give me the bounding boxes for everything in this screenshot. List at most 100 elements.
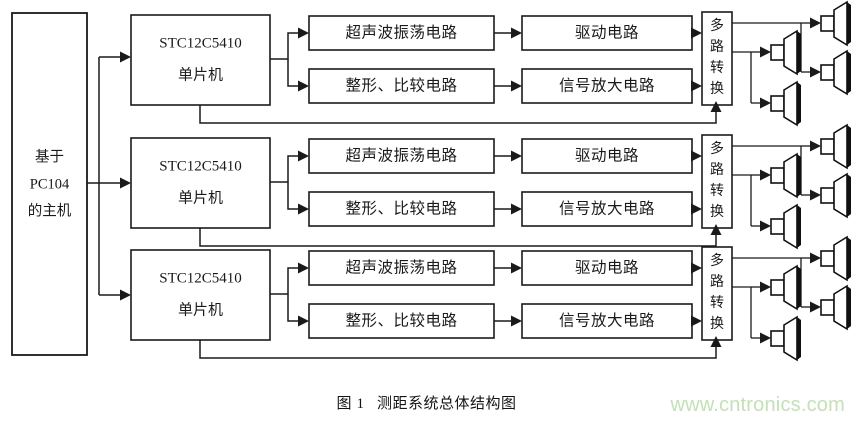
arrow-right-icon bbox=[760, 97, 771, 109]
tx-stage-label-2-1: 超声波振荡电路 bbox=[345, 147, 457, 165]
arrow-up-icon bbox=[710, 224, 722, 235]
arrow-right-icon bbox=[760, 332, 771, 344]
arrow-right-icon bbox=[511, 150, 522, 162]
mux-label-3-char-3: 转 bbox=[710, 295, 724, 311]
transducer-1-1 bbox=[820, 0, 851, 47]
mux-label-1-char-2: 路 bbox=[710, 39, 724, 55]
mcu-box-3 bbox=[130, 249, 271, 341]
arrow-right-icon bbox=[810, 301, 821, 313]
arrow-right-icon bbox=[760, 281, 771, 293]
transducer-1-4 bbox=[770, 80, 801, 127]
rx-stage-label-3-1: 整形、比较电路 bbox=[345, 312, 457, 330]
mux-box-1 bbox=[701, 11, 733, 106]
rx-stage-label-2-1: 整形、比较电路 bbox=[345, 200, 457, 218]
arrow-right-icon bbox=[120, 177, 131, 189]
host-box bbox=[11, 12, 88, 356]
arrow-right-icon bbox=[810, 140, 821, 152]
transducer-1-3 bbox=[770, 29, 801, 76]
mux-label-2-char-4: 换 bbox=[710, 203, 724, 220]
mcu-label-1-line-1: STC12C5410 bbox=[159, 35, 242, 51]
arrow-up-icon bbox=[710, 336, 722, 347]
arrow-right-icon bbox=[760, 220, 771, 232]
transducer-3-2 bbox=[820, 284, 851, 331]
tx-stage-label-3-2: 驱动电路 bbox=[575, 259, 639, 277]
arrow-up-icon bbox=[710, 101, 722, 112]
tx-stage-label-1-1: 超声波振荡电路 bbox=[345, 24, 457, 42]
arrow-right-icon bbox=[511, 262, 522, 274]
arrow-right-icon bbox=[120, 289, 131, 301]
arrow-right-icon bbox=[691, 315, 702, 327]
tx-stage-label-3-1: 超声波振荡电路 bbox=[345, 259, 457, 277]
transducer-2-2 bbox=[820, 172, 851, 219]
mux-label-3-char-4: 换 bbox=[710, 315, 724, 332]
arrow-right-icon bbox=[298, 27, 309, 39]
mcu-box-2 bbox=[130, 137, 271, 229]
mcu-label-1-line-2: 单片机 bbox=[178, 66, 223, 83]
watermark: www.cntronics.com bbox=[670, 394, 845, 416]
rx-stage-box-2-2 bbox=[521, 191, 693, 227]
rx-stage-box-2-1 bbox=[308, 191, 495, 227]
host-bus bbox=[87, 57, 100, 295]
transducer-2-4 bbox=[770, 203, 801, 250]
transducer-1-2 bbox=[820, 49, 851, 96]
arrow-right-icon bbox=[691, 262, 702, 274]
tx-stage-box-1-2 bbox=[521, 15, 693, 51]
channel-row-3: STC12C5410 单片机 超声波振荡电路 驱动电路 整形、比较电路 信号放大… bbox=[99, 235, 851, 362]
mux-label-1-char-4: 换 bbox=[710, 80, 724, 97]
transducer-2-3 bbox=[770, 152, 801, 199]
host-block: 基于 PC104 的主机 bbox=[11, 12, 88, 356]
transducer-2-1 bbox=[820, 123, 851, 170]
mux-label-3-char-2: 路 bbox=[710, 274, 724, 290]
rx-stage-box-1-1 bbox=[308, 68, 495, 104]
arrow-right-icon bbox=[511, 203, 522, 215]
caption-number: 1 bbox=[356, 396, 365, 412]
transducer-3-1 bbox=[820, 235, 851, 282]
arrow-right-icon bbox=[760, 46, 771, 58]
rx-stage-box-1-2 bbox=[521, 68, 693, 104]
arrow-right-icon bbox=[691, 203, 702, 215]
arrow-right-icon bbox=[298, 315, 309, 327]
rx-stage-label-1-1: 整形、比较电路 bbox=[345, 77, 457, 95]
rx-stage-label-3-2: 信号放大电路 bbox=[559, 312, 655, 330]
mux-label-2-char-3: 转 bbox=[710, 183, 724, 199]
arrow-right-icon bbox=[298, 203, 309, 215]
mcu-label-2-line-1: STC12C5410 bbox=[159, 158, 242, 174]
arrow-right-icon bbox=[691, 80, 702, 92]
mux-label-1-char-1: 多 bbox=[710, 17, 724, 34]
mcu-box-1 bbox=[130, 14, 271, 106]
mux-label-3-char-1: 多 bbox=[710, 252, 724, 269]
transducer-3-3 bbox=[770, 264, 801, 311]
mcu-label-3-line-1: STC12C5410 bbox=[159, 270, 242, 286]
mux-box-3 bbox=[701, 246, 733, 341]
tx-stage-label-2-2: 驱动电路 bbox=[575, 147, 639, 165]
rx-stage-label-2-2: 信号放大电路 bbox=[559, 200, 655, 218]
arrow-right-icon bbox=[691, 150, 702, 162]
arrow-right-icon bbox=[810, 17, 821, 29]
caption-prefix: 图 bbox=[336, 396, 353, 412]
rx-stage-box-3-1 bbox=[308, 303, 495, 339]
mux-label-1-char-3: 转 bbox=[710, 60, 724, 76]
channel-row-2: STC12C5410 单片机 超声波振荡电路 驱动电路 整形、比较电路 信号放大… bbox=[99, 123, 851, 250]
host-label-line-3: 的主机 bbox=[28, 202, 72, 219]
arrow-right-icon bbox=[810, 252, 821, 264]
host-label-line-1: 基于 bbox=[35, 148, 64, 165]
mcu-label-2-line-2: 单片机 bbox=[178, 189, 223, 206]
tx-stage-box-3-2 bbox=[521, 250, 693, 286]
arrow-right-icon bbox=[298, 80, 309, 92]
arrow-right-icon bbox=[298, 150, 309, 162]
channel-row-1: STC12C5410 单片机 超声波振荡电路 驱动电路 整形、比较电路 bbox=[99, 0, 851, 127]
arrow-right-icon bbox=[298, 262, 309, 274]
arrow-right-icon bbox=[810, 189, 821, 201]
mux-box-2 bbox=[701, 134, 733, 229]
mux-label-2-char-1: 多 bbox=[710, 140, 724, 157]
arrow-right-icon bbox=[511, 315, 522, 327]
caption-title: 测距系统总体结构图 bbox=[377, 396, 517, 412]
tx-stage-box-2-2 bbox=[521, 138, 693, 174]
arrow-right-icon bbox=[810, 66, 821, 78]
transducer-3-4 bbox=[770, 315, 801, 362]
arrow-right-icon bbox=[760, 169, 771, 181]
mux-label-2-char-2: 路 bbox=[710, 162, 724, 178]
